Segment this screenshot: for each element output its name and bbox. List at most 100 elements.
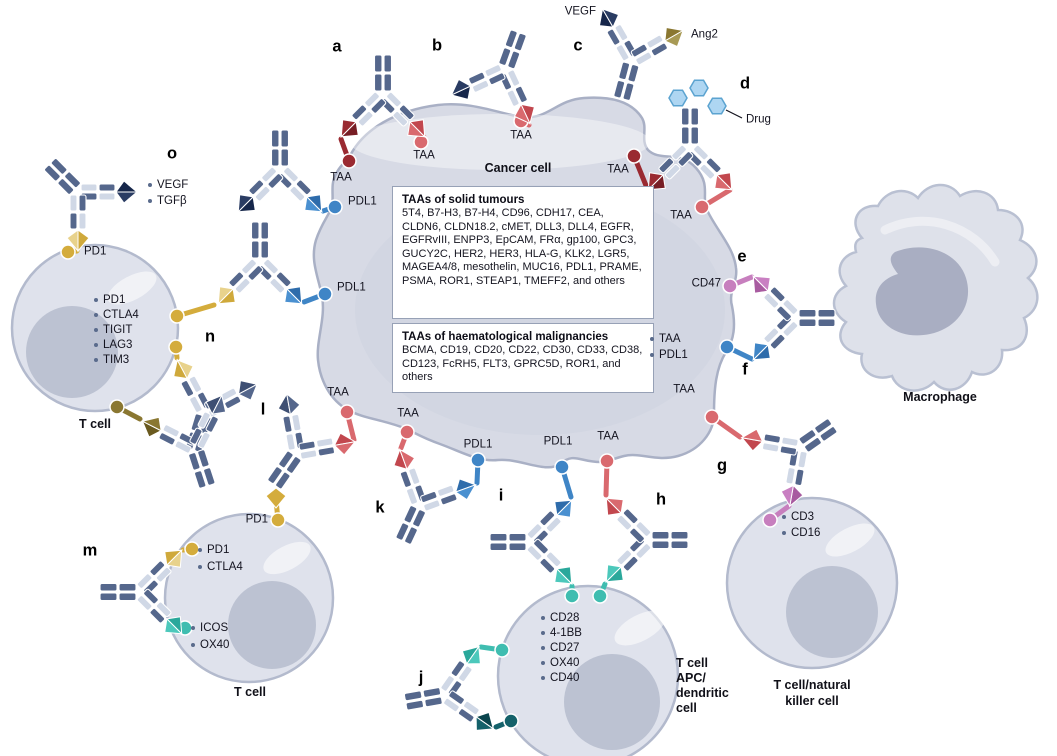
bullet-icon [198,547,202,552]
receptor-item: 4-1BB [550,626,582,639]
panel-label-h: h [655,490,667,509]
receptor-item: CD40 [550,671,580,684]
cancer-cell-label: Cancer cell [484,160,552,175]
checkpoint-receptor [168,339,184,361]
apc-cell-label: T cell APC/ dendritic cell [676,656,729,716]
receptor-item: CTLA4 [207,560,243,573]
panel-label-m: m [82,541,98,560]
bullet-icon [650,337,654,341]
bullet-icon [198,564,202,569]
solid-tumour-taa-box: TAAs of solid tumours 5T4, B7-H3, B7-H4,… [392,186,654,319]
pdl1-receptor [719,339,755,362]
o-ligand-list: VEGF TGFβ [148,177,188,209]
taa-receptor [338,136,357,169]
bullet-icon [782,531,786,535]
taa-label: TAA [413,149,435,162]
panel-label-n: n [204,327,216,346]
receptor-item: OX40 [550,656,580,669]
receptor-item: OX40 [200,638,230,651]
antibody-ef-icon [744,267,836,369]
t-cell-bottom-lower-list: ICOS OX40 [191,619,229,653]
pdl1-receptor [301,286,333,305]
taa-label: TAA [597,430,619,443]
t-cell-bottom-label: T cell [234,684,266,699]
ang2-label: Ang2 [691,28,718,41]
taa-receptor [413,134,429,150]
antibody-o-icon [14,128,149,263]
taa-label: TAA [327,386,349,399]
pdl1-label: PDL1 [348,195,377,208]
nk-label-line: killer cell [785,694,839,708]
costim-receptor [493,713,519,730]
antibody-i-icon [489,491,581,593]
vegf-label: VEGF [564,5,596,18]
nk-cell-body [725,496,899,670]
taa-label: TAA [673,383,695,396]
pd1-label: PD1 [84,245,107,258]
cd47-receptor [722,274,755,294]
receptor-item: TIGIT [103,323,133,336]
bullet-icon [650,353,654,357]
bullet-icon [94,297,98,302]
receptor-item: LAG3 [103,338,133,351]
taa-label: TAA [510,129,532,142]
bullet-icon [94,327,98,332]
bullet-icon [541,630,545,635]
bullet-icon [191,642,195,647]
apc-receptor-list: CD28 4-1BB CD27 OX40 CD40 [541,610,582,685]
receptor-item: CD27 [550,641,580,654]
panel-label-e: e [737,247,747,266]
macrophage-body [832,183,1039,392]
haematological-taa-title: TAAs of haematological malignancies [402,331,609,343]
t-cell-left-label: T cell [79,416,111,431]
panel-label-a: a [332,37,342,56]
macrophage-label: Macrophage [903,389,977,404]
solid-tumour-taa-title: TAAs of solid tumours [402,194,525,206]
bullet-icon [94,342,98,347]
ligand-item: TGFβ [157,195,187,207]
antibody-h-icon [597,489,689,591]
pdl1-receptor [554,459,574,500]
panel-label-o: o [166,144,178,163]
taa-label: TAA [670,209,692,222]
cd3-cd16-receptor [762,503,792,528]
taa-receptor [626,148,650,191]
ligand-item: VEGF [157,179,189,191]
receptor-item: CTLA4 [103,308,139,321]
taa-receptor [694,187,733,215]
apc-label-line: T cell [676,656,708,670]
t-cell-bottom-body [163,512,335,684]
panel-label-d: d [739,74,751,93]
bullet-icon [541,615,545,620]
receptor-item: CD3 [791,511,815,523]
receptor-item: PD1 [103,293,126,306]
costim-receptor [564,583,580,604]
costim-receptor [592,581,608,604]
panel-label-k: k [375,498,385,517]
antibody-pdl1-upper-icon [229,129,331,221]
haematological-taa-box: TAAs of haematological malignancies BCMA… [392,323,654,393]
apc-label-line: cell [676,701,697,715]
bullet-icon [148,183,152,187]
t-cell-bottom-upper-list: PD1 CTLA4 [198,541,243,575]
haematological-taa-list: BCMA, CD19, CD20, CD22, CD30, CD33, CD38… [402,344,643,384]
pdl1-label: PDL1 [543,435,573,448]
bullet-icon [782,515,786,519]
drug-label: Drug [746,113,771,126]
taa-receptor [398,424,415,451]
checkpoint-receptor [180,541,200,557]
antibody-g-icon [730,383,862,518]
nk-label-line: T cell/natural [773,678,851,692]
receptor-item: CD16 [791,527,821,539]
ef-target-list: TAA PDL1 [650,331,688,363]
nk-cell-label: T cell/natural killer cell [773,677,850,709]
bullet-icon [148,199,152,203]
panel-label-b: b [431,36,443,55]
pdl1-receptor [470,452,486,486]
pdl1-receptor [320,199,343,215]
panel-label-c: c [573,36,583,55]
bullet-icon [541,645,545,650]
apc-label-line: dendritic [676,686,729,700]
checkpoint-receptor [169,302,217,324]
